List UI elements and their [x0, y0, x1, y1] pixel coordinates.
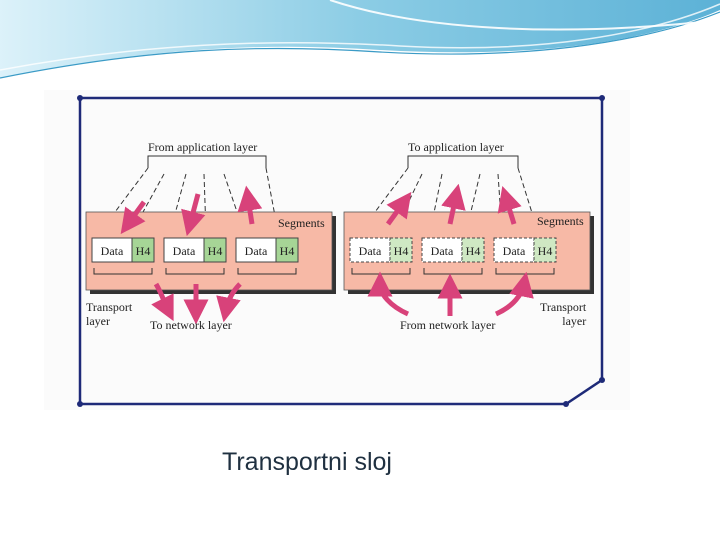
segment-header-label: H4 — [136, 244, 151, 258]
slide-caption: Transportni sloj — [222, 448, 392, 476]
sender-bottom-brackets — [93, 268, 297, 275]
outer-frame — [78, 96, 604, 406]
sender-top-bracket — [147, 155, 267, 168]
segment-data-label: Data — [431, 244, 454, 258]
receiver-top-label: To application layer — [408, 140, 504, 154]
receiver-side-label: Transport layer — [540, 300, 587, 328]
header-wave-banner — [0, 0, 720, 79]
sender-side-label: Transport layer — [86, 300, 133, 328]
receiver-top-bracket — [407, 155, 519, 168]
sender-top-label: From application layer — [148, 140, 258, 154]
segment-data-label: Data — [359, 244, 382, 258]
segmentation-diagram: Data H4 Data H4 Data H4 — [77, 95, 605, 407]
receiver-segments: Data H4 Data H4 Data H4 — [349, 237, 557, 263]
segment-data-label: Data — [503, 244, 526, 258]
segment-header-label: H4 — [280, 244, 295, 258]
segment-header-label: H4 — [466, 244, 481, 258]
segment-header-label: H4 — [208, 244, 223, 258]
sender-arrows — [120, 185, 263, 325]
transport-layer-figure: Data H4 Data H4 Data H4 — [44, 90, 630, 410]
receiver-bottom-label: From network layer — [400, 318, 496, 332]
receiver-segments-label: Segments — [537, 214, 584, 228]
segment-header-label: H4 — [538, 244, 553, 258]
sender-segments-label: Segments — [278, 216, 325, 230]
segment-header-label: H4 — [394, 244, 409, 258]
sender-bottom-label: To network layer — [150, 318, 232, 332]
segment-data-label: Data — [173, 244, 196, 258]
receiver-arrows — [367, 183, 534, 317]
sender-segments: Data H4 Data H4 Data H4 — [91, 237, 299, 263]
segment-data-label: Data — [101, 244, 124, 258]
segment-data-label: Data — [245, 244, 268, 258]
